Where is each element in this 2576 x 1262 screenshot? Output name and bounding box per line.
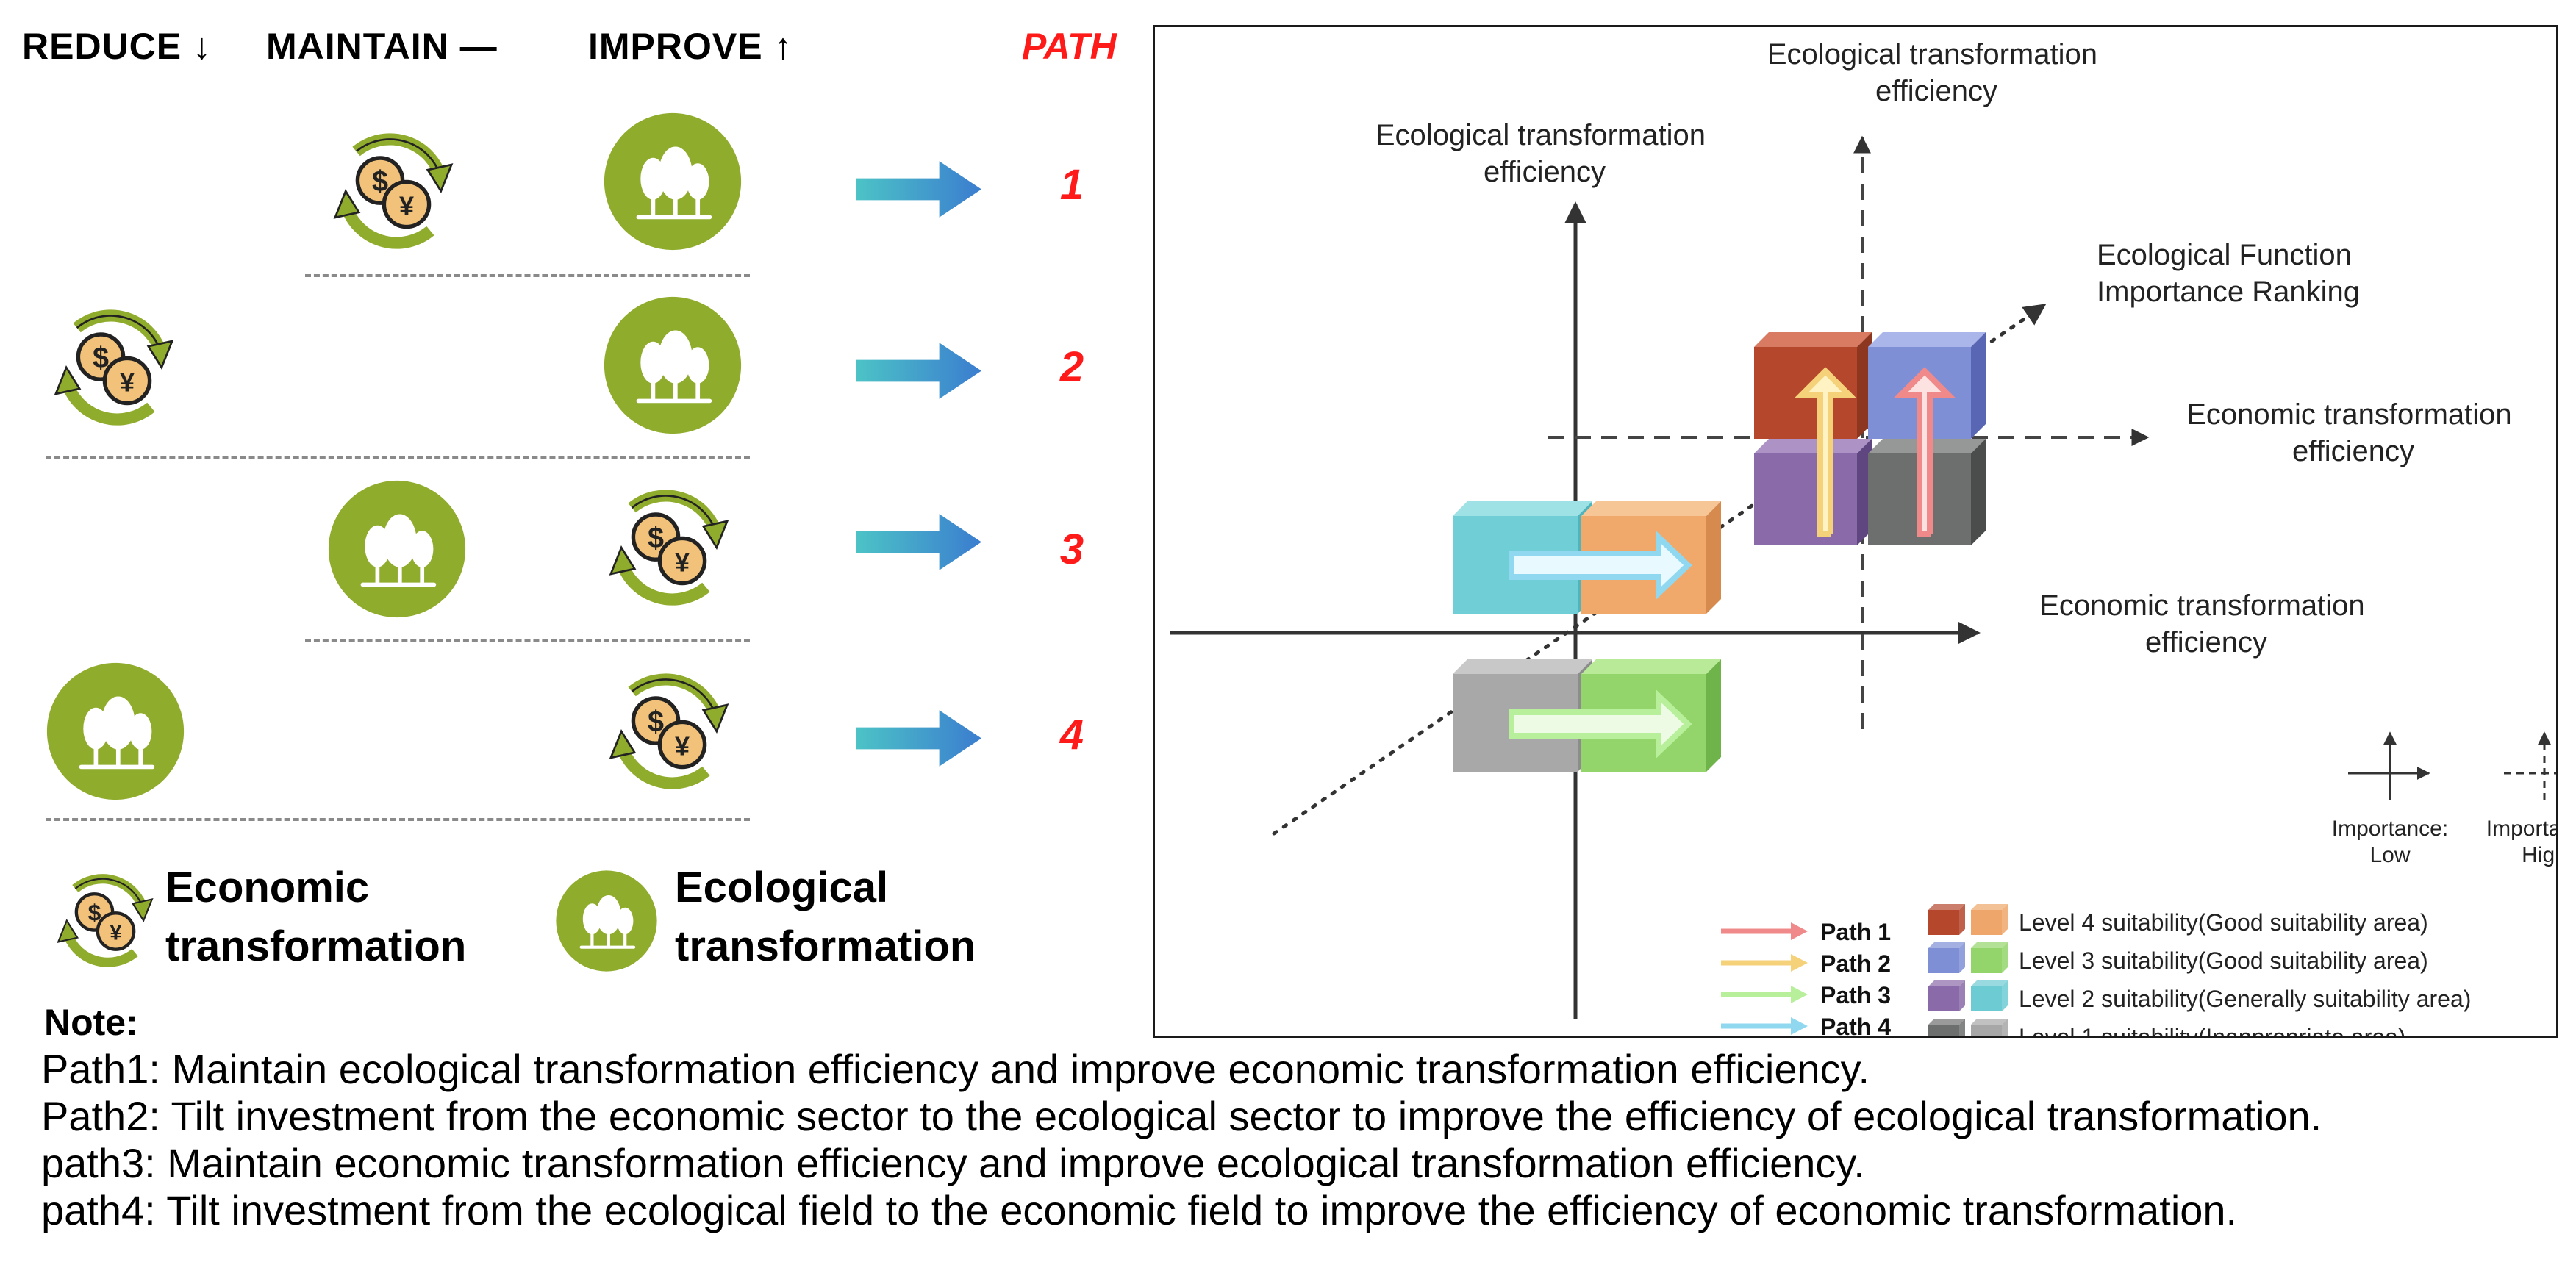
legend-level-swatch [1971, 910, 2002, 935]
legend-level-swatch [1971, 948, 2002, 973]
legend-path-label: Path 1 [1820, 919, 1891, 945]
path-arrow-icon [856, 511, 981, 573]
axis-x-high-label: Economic transformation efficiency [2186, 398, 2520, 467]
legend-level-label: Level 1 suitability(Inappropriate area) [2019, 1024, 2406, 1036]
legend-level-swatch-side [2002, 942, 2008, 973]
legend-path-arrowhead [1791, 954, 1808, 972]
note-line-2: Path2: Tilt investment from the economic… [41, 1093, 2322, 1139]
path-arrow-icon [856, 158, 981, 221]
legend-level-swatch-top [1971, 980, 2008, 986]
row-divider [305, 639, 750, 642]
note-line-1: Path1: Maintain ecological transformatio… [41, 1046, 1870, 1092]
path2-arrow [1795, 367, 1856, 537]
legend-path-label: Path 2 [1820, 950, 1891, 977]
legend-level-swatch [1928, 986, 1959, 1011]
ecology-icon [327, 479, 467, 619]
path-number-2: 2 [1059, 343, 1084, 391]
row-divider [46, 818, 750, 821]
ecological-legend-label: Ecological transformation [675, 864, 976, 970]
levels-legend: Level 4 suitability(Good suitability are… [1928, 904, 2471, 1050]
path-arrow-icon [856, 340, 981, 402]
legend-level-swatch-top [1928, 1019, 1965, 1025]
axis-x-low-label: Economic transformation efficiency [2039, 589, 2373, 659]
suitability-diagram: Ecological transformation efficiency Eco… [1170, 38, 2576, 1050]
legend-path-arrowhead [1791, 922, 1808, 940]
path-number-1: 1 [1059, 161, 1084, 209]
legend-level-label: Level 3 suitability(Good suitability are… [2019, 947, 2428, 974]
legend-level-label: Level 2 suitability(Generally suitabilit… [2019, 986, 2471, 1012]
path-number-3: 3 [1059, 526, 1084, 573]
legend-level-swatch-top [1971, 942, 2008, 948]
ecology-icon [603, 112, 743, 251]
row-divider [305, 274, 750, 277]
legend-level-swatch-top [1928, 904, 1965, 910]
paths-legend: Path 1 Path 2 Path 3 Path 4 [1721, 919, 1891, 1040]
economic-legend-label: Economic transformation [165, 864, 467, 970]
ecology-icon [603, 295, 743, 435]
importance-high-label: Importance:High [2486, 817, 2556, 867]
legend-level-swatch-side [2002, 980, 2008, 1011]
economic-icon [50, 867, 160, 974]
cube-level2-purple [1754, 439, 1872, 545]
row-divider [46, 456, 750, 459]
legend-level-swatch [1971, 986, 2002, 1011]
legend-path-label: Path 4 [1820, 1014, 1891, 1036]
legend-path-arrowhead [1791, 986, 1808, 1003]
legend-level-swatch-top [1971, 1019, 2008, 1025]
legend-level-swatch-side [2002, 904, 2008, 935]
note-line-3: path3: Maintain economic transformation … [41, 1140, 1865, 1186]
legend-path-label: Path 3 [1820, 982, 1891, 1008]
path-number-4: 4 [1059, 711, 1084, 759]
economic-icon [599, 665, 739, 797]
legend-level-swatch-top [1928, 942, 1965, 948]
legend-level-swatch-side [1959, 942, 1965, 973]
path3-arrow [1509, 689, 1692, 759]
legend-path-arrowhead [1791, 1017, 1808, 1035]
ecology-icon [46, 662, 185, 801]
maintain-header: MAINTAIN — [266, 26, 498, 67]
path-arrow-icon [856, 707, 981, 770]
improve-header: IMPROVE ↑ [588, 26, 793, 67]
axis-ranking-label: Ecological Function Importance Ranking [2097, 239, 2360, 308]
legend-level-swatch-top [1971, 904, 2008, 910]
importance-low-label: Importance:Low [2332, 817, 2448, 867]
axis-y-low-label: Ecological transformation efficiency [1375, 119, 1714, 188]
ecology-icon [555, 870, 658, 972]
legend-level-swatch-side [1959, 904, 1965, 935]
note-title: Note: [44, 1002, 138, 1043]
importance-low-icon [2348, 731, 2430, 800]
economic-icon [599, 481, 739, 614]
economic-icon [44, 301, 184, 434]
path-header: PATH [1022, 26, 1117, 67]
diagram-panel: Ecological transformation efficiency Eco… [1153, 25, 2576, 1050]
path1-arrow [1894, 367, 1956, 537]
axis-y-high-label: Ecological transformation efficiency [1767, 38, 2105, 107]
legend-level-swatch [1928, 948, 1959, 973]
legend-level-swatch [1928, 910, 1959, 935]
economic-icon [323, 125, 463, 257]
legend-level-label: Level 4 suitability(Good suitability are… [2019, 909, 2428, 936]
note-line-4: path4: Tilt investment from the ecologic… [41, 1187, 2238, 1233]
legend-level-swatch-top [1928, 980, 1965, 986]
legend-level-swatch-side [1959, 980, 1965, 1011]
legend-level-swatch [1928, 1025, 1959, 1050]
importance-high-icon [2504, 731, 2576, 800]
reduce-header: REDUCE ↓ [22, 26, 212, 67]
legend-level-swatch [1971, 1025, 2002, 1050]
path4-arrow [1509, 530, 1692, 600]
